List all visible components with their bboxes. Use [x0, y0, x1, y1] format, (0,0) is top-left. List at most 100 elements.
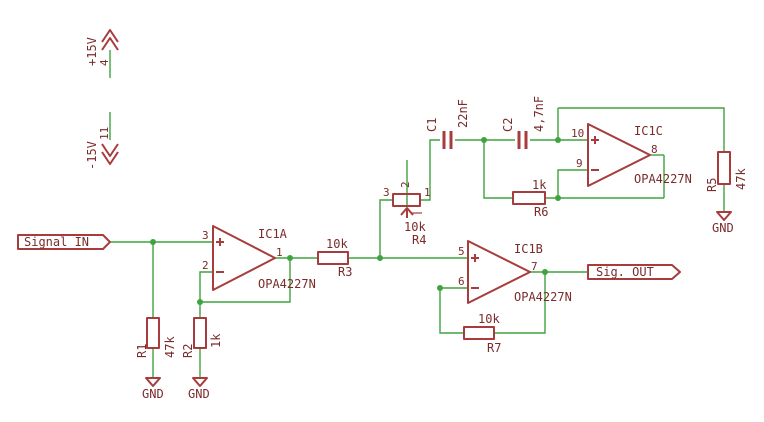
wire-r4-pin3 — [379, 199, 393, 258]
ic1a-pin-out: 1 — [276, 246, 283, 259]
wire-r5-loop — [558, 107, 725, 152]
signal-in-port: Signal IN — [17, 234, 111, 250]
c2-value: 4,7nF — [532, 96, 546, 132]
wire-c1c2-node-down — [483, 140, 513, 199]
sig-out-port-shape — [587, 264, 681, 280]
resistor-r6: 1k R6 — [512, 178, 548, 219]
r7-body — [463, 326, 495, 340]
r4-body — [392, 193, 421, 207]
ic1a-pin-minus: 2 — [202, 259, 209, 272]
wire-ic1b-minus — [439, 287, 468, 334]
vneg-pin: 11 — [98, 127, 111, 140]
c1-value: 22nF — [456, 99, 470, 128]
resistor-r5: R5 47k — [705, 151, 748, 192]
r3-body — [317, 251, 349, 265]
r1-name: R1 — [135, 344, 149, 358]
junctions — [150, 137, 561, 305]
ground-r2: GND — [188, 377, 210, 401]
r6-body — [512, 191, 546, 205]
r4-pin1: 1 — [424, 186, 431, 199]
wires — [109, 50, 725, 378]
junction-ic1c-plus — [555, 137, 561, 143]
resistor-r2: R2 1k — [181, 317, 223, 358]
capacitor-c1: C1 22nF — [425, 99, 470, 149]
ic1b-pin-out: 7 — [531, 260, 538, 273]
r6-name: R6 — [534, 205, 548, 219]
signal-in-port-shape — [17, 234, 111, 250]
ic1c-pin-plus: 10 — [571, 127, 584, 140]
resistor-r1: R1 47k — [135, 317, 177, 358]
opamp-ic1a: 3 2 1 IC1A OPA4227N — [202, 225, 316, 291]
junction-r3-out — [377, 255, 383, 261]
r1-body — [146, 317, 160, 349]
resistor-r3: 10k R3 — [317, 237, 352, 279]
vneg-label: -15V — [85, 141, 99, 170]
supply-positive: +15V 4 — [85, 29, 119, 66]
wire-ic1a-minus — [199, 271, 213, 318]
r1-value: 47k — [163, 336, 177, 358]
vpos-pin: 4 — [98, 59, 111, 66]
ic1c-body — [587, 123, 651, 187]
opamp-ic1c: 10 9 8 IC1C OPA4227N — [571, 123, 692, 187]
r2-body — [193, 317, 207, 349]
supply-negative: -15V 11 — [85, 127, 119, 170]
vneg-arrow-outer — [101, 151, 119, 165]
r4-name: R4 — [412, 233, 426, 247]
r5-value: 47k — [734, 168, 748, 190]
ground-r5: GND — [712, 211, 734, 235]
sig-out-label: Sig. OUT — [596, 265, 654, 279]
ic1b-pin-minus: 6 — [458, 275, 465, 288]
r2-name: R2 — [181, 344, 195, 358]
junction-ic1c-minus — [555, 195, 561, 201]
ic1c-pin-out: 8 — [651, 143, 658, 156]
ic1b-name: IC1B — [514, 242, 543, 256]
ic1b-pin-plus: 5 — [458, 245, 465, 258]
junction-ic1b-minus — [437, 285, 443, 291]
junction-ic1b-out — [542, 269, 548, 275]
ic1a-part: OPA4227N — [258, 277, 316, 291]
gnd-r1-label: GND — [142, 387, 164, 401]
r6-value: 1k — [532, 178, 547, 192]
r5-name: R5 — [705, 178, 719, 192]
ic1a-body — [212, 225, 276, 291]
r4-pin3: 3 — [383, 186, 390, 199]
ic1b-body — [467, 240, 531, 304]
ic1a-pin-plus: 3 — [202, 229, 209, 242]
wire-ic1c-minus — [557, 169, 588, 198]
r3-value: 10k — [326, 237, 348, 251]
ic1b-part: OPA4227N — [514, 290, 572, 304]
r4-value: 10k — [404, 220, 426, 234]
junction-ic1a-out — [287, 255, 293, 261]
vneg-arrow-inner — [101, 143, 119, 157]
wire-r4-pin1 — [420, 139, 440, 201]
r5-body — [717, 151, 731, 185]
r7-value: 10k — [478, 312, 500, 326]
ic1a-name: IC1A — [258, 227, 288, 241]
gnd-r2-label: GND — [188, 387, 210, 401]
r4-pin2: 2 — [399, 181, 412, 188]
vpos-arrow-outer — [101, 29, 119, 43]
gnd-r5-symbol — [716, 211, 732, 221]
r3-name: R3 — [338, 265, 352, 279]
wire-r7-right — [494, 272, 546, 334]
ic1c-pin-minus: 9 — [576, 157, 583, 170]
junction-c1c2 — [481, 137, 487, 143]
vpos-arrow-inner — [101, 37, 119, 51]
junction-r2 — [197, 299, 203, 305]
ground-r1: GND — [142, 377, 164, 401]
vpos-label: +15V — [85, 37, 99, 66]
capacitor-c2: C2 4,7nF — [501, 96, 546, 149]
sig-out-port: Sig. OUT — [587, 264, 681, 280]
r2-value: 1k — [209, 333, 223, 348]
c2-name: C2 — [501, 118, 515, 132]
resistor-r7: 10k R7 — [463, 312, 501, 355]
gnd-r5-label: GND — [712, 221, 734, 235]
ic1c-name: IC1C — [634, 124, 663, 138]
potentiometer-r4: 3 2 1 10k R4 — [383, 181, 431, 247]
signal-in-label: Signal IN — [24, 235, 89, 249]
gnd-r2-symbol — [192, 377, 208, 387]
gnd-r1-symbol — [145, 377, 161, 387]
ic1c-part: OPA4227N — [634, 172, 692, 186]
junction-input — [150, 239, 156, 245]
